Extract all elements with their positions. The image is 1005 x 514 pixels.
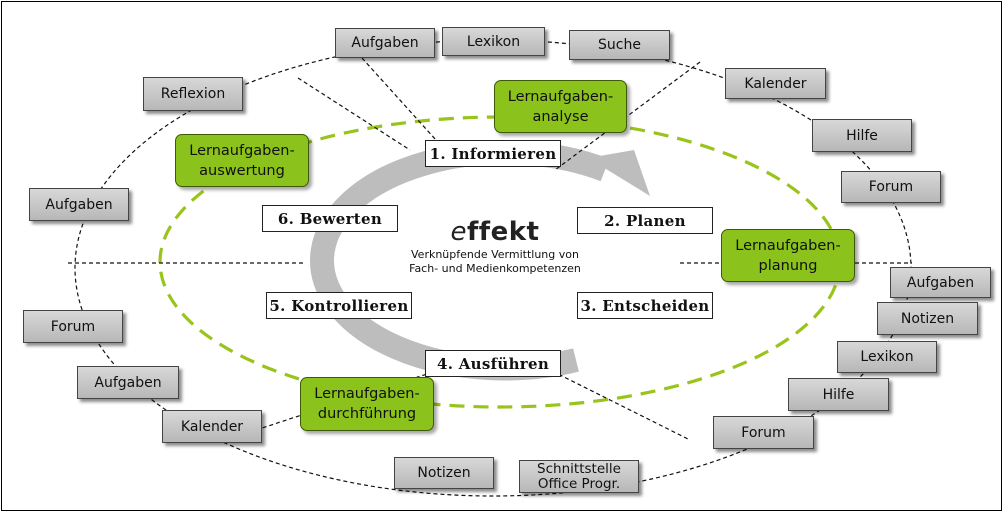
tool-schnittstelle-office[interactable]: Schnittstelle Office Progr. <box>519 460 639 493</box>
tool-notizen-bottomright[interactable]: Notizen <box>877 302 978 335</box>
step-ausfuehren[interactable]: 4. Ausführen <box>425 350 561 377</box>
stage-auswertung[interactable]: Lernaufgaben- auswertung <box>175 134 309 187</box>
stage-planung[interactable]: Lernaufgaben- planung <box>721 229 855 282</box>
tool-kalender-bottomleft[interactable]: Kalender <box>162 410 262 443</box>
tool-suche-top[interactable]: Suche <box>569 30 670 60</box>
tool-lexikon-bottomright[interactable]: Lexikon <box>837 341 937 373</box>
tool-reflexion-left[interactable]: Reflexion <box>143 77 243 111</box>
tool-lexikon-top[interactable]: Lexikon <box>442 27 545 56</box>
step-informieren[interactable]: 1. Informieren <box>425 140 561 167</box>
step-kontrollieren[interactable]: 5. Kontrollieren <box>266 292 412 319</box>
logo-wordmark: effekt <box>390 218 600 246</box>
cycle-arrow-head <box>588 150 650 196</box>
tool-aufgaben-bottomleft[interactable]: Aufgaben <box>77 366 179 399</box>
stage-analyse[interactable]: Lernaufgaben- analyse <box>494 80 627 133</box>
step-bewerten[interactable]: 6. Bewerten <box>262 205 398 232</box>
tool-notizen-bottom[interactable]: Notizen <box>394 457 494 489</box>
tool-forum-left[interactable]: Forum <box>23 310 123 343</box>
tool-aufgaben-bottomright[interactable]: Aufgaben <box>890 267 991 298</box>
step-planen[interactable]: 2. Planen <box>577 207 713 234</box>
stage-durchfuehrung[interactable]: Lernaufgaben- durchführung <box>300 377 434 431</box>
logo-wordmark-e: e <box>450 217 467 247</box>
tool-forum-right[interactable]: Forum <box>841 171 941 203</box>
logo-wordmark-rest: ffekt <box>467 217 540 247</box>
tool-hilfe-bottomright[interactable]: Hilfe <box>788 378 889 411</box>
effekt-logo: effekt Verknüpfende Vermittlung von Fach… <box>390 218 600 276</box>
tool-hilfe-right[interactable]: Hilfe <box>812 119 912 152</box>
tool-aufgaben-left[interactable]: Aufgaben <box>29 188 129 221</box>
tool-kalender-right[interactable]: Kalender <box>725 68 826 99</box>
logo-subtitle: Verknüpfende Vermittlung von Fach- und M… <box>409 248 581 275</box>
step-entscheiden[interactable]: 3. Entscheiden <box>577 292 713 319</box>
tool-forum-bottomright[interactable]: Forum <box>713 416 814 449</box>
tool-aufgaben-top[interactable]: Aufgaben <box>335 28 435 58</box>
